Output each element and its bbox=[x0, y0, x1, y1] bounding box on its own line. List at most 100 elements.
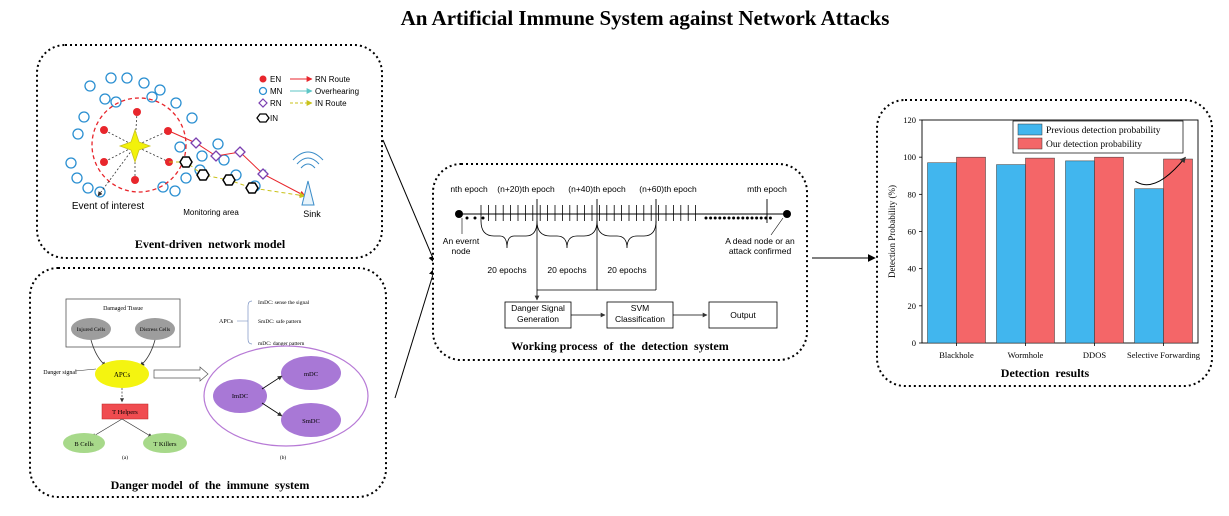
connector-danger-to-process bbox=[394, 267, 437, 399]
en-node bbox=[131, 176, 139, 184]
mn-node bbox=[65, 157, 77, 169]
interval-brace-1 bbox=[480, 220, 538, 249]
timeline-dot bbox=[713, 216, 717, 220]
mn-node bbox=[121, 72, 133, 84]
y-axis-label: Detection Probability (%) bbox=[887, 185, 897, 278]
rn-node bbox=[190, 137, 202, 149]
imdc-label: ImDC bbox=[232, 393, 248, 400]
legend-rn-route-label: RN Route bbox=[315, 75, 351, 84]
bar-ours bbox=[1025, 157, 1055, 344]
sink-icon bbox=[292, 151, 324, 206]
bar-ours bbox=[1163, 158, 1193, 344]
rn-node bbox=[234, 146, 246, 158]
subfig-a-label: (a) bbox=[122, 454, 128, 461]
rn-route-line bbox=[168, 130, 306, 197]
step-svm-box bbox=[606, 301, 674, 329]
legend-in-marker bbox=[256, 113, 270, 123]
timeline-dot bbox=[759, 216, 763, 220]
legend-in-label: IN bbox=[270, 114, 278, 123]
timeline-dot bbox=[750, 216, 754, 220]
event-of-interest-label: Event of interest bbox=[72, 201, 144, 212]
apcs-hollow-arrow bbox=[153, 366, 209, 382]
apcs-node bbox=[95, 360, 149, 388]
mn-node bbox=[84, 80, 96, 92]
en-node bbox=[100, 126, 108, 134]
bar-previous bbox=[996, 164, 1026, 344]
mn-node bbox=[170, 97, 182, 109]
injured-cells-label: Injured Cells bbox=[77, 327, 106, 333]
en-node bbox=[133, 108, 141, 116]
process-panel-caption: Working process of the detection system bbox=[511, 339, 728, 353]
distress-cells-label: Distress Cells bbox=[140, 327, 170, 333]
legend-mn-label: MN bbox=[270, 87, 283, 96]
timeline-dot bbox=[473, 216, 477, 220]
mn-node bbox=[196, 150, 208, 162]
b-cells-node bbox=[63, 433, 105, 453]
timeline-dot bbox=[465, 216, 469, 220]
epoch-label-n20: (n+20)th epoch bbox=[497, 184, 555, 194]
end-node-label: A dead node or an attack confirmed bbox=[725, 236, 795, 256]
t-helpers-node bbox=[101, 403, 149, 420]
t-killers-node bbox=[143, 433, 187, 453]
working-process-panel: nth epoch (n+20)th epoch (n+40)th epoch … bbox=[432, 163, 808, 361]
step-svm-label: SVM Classification bbox=[614, 303, 666, 324]
y-tick-label: 40 bbox=[908, 264, 917, 274]
legend-swatch bbox=[1017, 123, 1043, 136]
mn-node-group bbox=[65, 72, 261, 198]
interval-brace-2 bbox=[536, 220, 598, 249]
mn-node bbox=[138, 77, 150, 89]
imdc-node bbox=[213, 379, 267, 413]
legend-rn-marker bbox=[258, 98, 268, 108]
mn-node bbox=[72, 128, 84, 140]
mn-node bbox=[180, 172, 192, 184]
y-tick-label: 120 bbox=[903, 115, 916, 125]
results-panel-caption: Detection results bbox=[1001, 366, 1090, 380]
bar-previous bbox=[927, 162, 957, 344]
x-tick-label: Wormhole bbox=[1008, 350, 1044, 360]
network-legend: EN MN RN IN RN Route Overhearing IN Rout… bbox=[256, 75, 359, 123]
mn-node bbox=[154, 84, 166, 96]
step-output-label: Output bbox=[730, 310, 756, 320]
smdc-label: SmDC bbox=[302, 418, 320, 425]
timeline-start-dot bbox=[455, 210, 463, 218]
y-tick-label: 100 bbox=[903, 152, 916, 162]
timeline-dot bbox=[736, 216, 740, 220]
timeline-ticks bbox=[480, 199, 768, 223]
x-tick-label: DDOS bbox=[1083, 350, 1106, 360]
epoch-label-n40: (n+40)th epoch bbox=[568, 184, 626, 194]
timeline-dot bbox=[741, 216, 745, 220]
in-node bbox=[179, 156, 193, 168]
smdc-node bbox=[281, 403, 341, 437]
mn-node bbox=[169, 185, 181, 197]
interval-label-1: 20 epochs bbox=[487, 265, 526, 275]
y-tick-label: 60 bbox=[908, 227, 917, 237]
rn-node-group bbox=[190, 137, 269, 180]
legend-mn-marker bbox=[258, 86, 268, 96]
event-star-icon bbox=[118, 128, 152, 164]
mn-node bbox=[212, 138, 224, 150]
apcs-item-imdc: ImDC: sense the signal bbox=[258, 300, 310, 306]
timeline-dot bbox=[745, 216, 749, 220]
connector-event-to-process bbox=[382, 139, 436, 264]
damaged-tissue-label: Damaged Tissue bbox=[103, 306, 143, 312]
apcs-list-label: APCs bbox=[219, 319, 234, 325]
danger-panel-caption: Danger model of the immune system bbox=[111, 478, 310, 492]
interval-label-2: 20 epochs bbox=[547, 265, 586, 275]
y-tick-label: 0 bbox=[912, 338, 916, 348]
interval-brace-3 bbox=[596, 220, 657, 249]
legend-in-route-label: IN Route bbox=[315, 99, 347, 108]
timeline-dot bbox=[709, 216, 713, 220]
bar-ours bbox=[956, 156, 986, 344]
rn-node bbox=[210, 150, 222, 162]
event-driven-panel: Sink Event of interest Monitoring area E… bbox=[36, 44, 383, 259]
en-node bbox=[164, 127, 172, 135]
timeline-dot bbox=[481, 216, 485, 220]
timeline-dot bbox=[764, 216, 768, 220]
mdc-node bbox=[281, 356, 341, 390]
timeline-dot bbox=[722, 216, 726, 220]
bar-previous bbox=[1134, 188, 1164, 344]
in-node bbox=[222, 174, 236, 186]
